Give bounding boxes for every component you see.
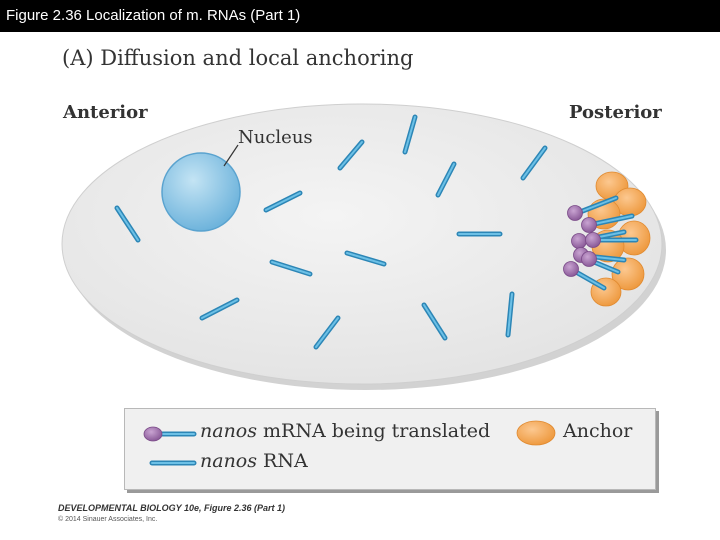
rna-rod [114,205,141,243]
legend-rna-label: nanos RNA [200,450,308,472]
free-rna-group [114,114,548,350]
translated-rna [567,195,619,221]
nucleus-label: Nucleus [238,127,313,148]
rna-rod [337,139,365,171]
rna-rod [199,297,240,321]
rna-rod [520,145,548,181]
rna-rod [263,190,303,213]
translated-rna [581,213,635,233]
translated-rna-group [563,195,639,291]
credit-line: DEVELOPMENTAL BIOLOGY 10e, Figure 2.36 (… [58,503,286,513]
translated-rna [581,251,621,275]
figure-title: Figure 2.36 Localization of m. RNAs (Par… [6,7,301,24]
rna-rod [435,161,457,198]
translated-rna [585,232,639,248]
translated-rna-swatch [143,426,197,442]
nucleus-leader-line [223,144,239,167]
title-bar: Figure 2.36 Localization of m. RNAs (Par… [0,0,720,32]
legend-translated-label: nanos mRNA being translated [200,420,491,442]
rna-rod [402,114,418,155]
rna-rod [269,259,313,277]
rna-rod [505,291,515,338]
legend-box [124,408,656,490]
rna-rod [421,302,448,341]
translated-rna [563,261,607,291]
rna-rod [344,250,387,267]
panel-title: (A) Diffusion and local anchoring [62,46,414,70]
copyright-line: © 2014 Sinauer Associates, Inc. [58,516,158,523]
rna-rod [313,315,341,350]
anterior-label: Anterior [63,102,148,123]
posterior-label: Posterior [569,102,662,123]
legend-anchor-label: Anchor [563,420,633,442]
anchor-swatch [516,420,556,446]
nucleus [161,152,241,232]
anchor [611,257,645,291]
